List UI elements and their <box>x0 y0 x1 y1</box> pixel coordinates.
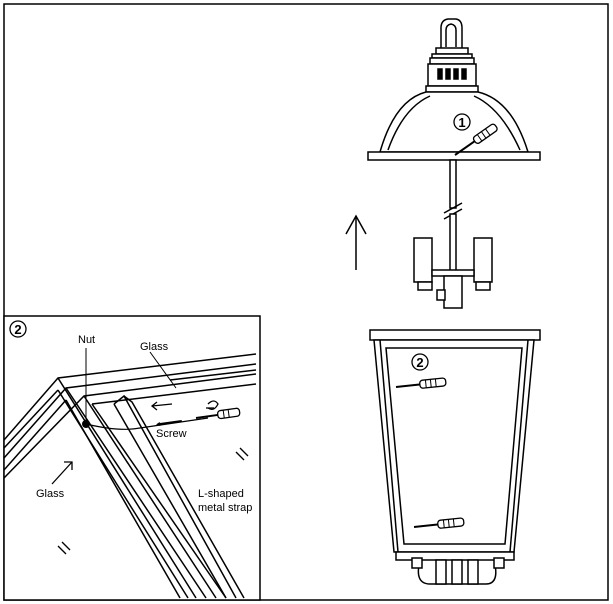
label-glass-left: Glass <box>36 488 65 500</box>
inset-detail: 2 <box>3 315 261 601</box>
step-2-marker: 2 <box>411 353 429 371</box>
label-strap-line2: metal strap <box>198 502 252 514</box>
label-glass-top: Glass <box>140 341 169 353</box>
break-mark <box>57 447 249 555</box>
label-strap-line1: L-shaped <box>198 488 244 500</box>
lantern-top-cap <box>367 18 541 161</box>
diagram-frame <box>3 3 609 601</box>
step-1-number: 1 <box>458 115 465 130</box>
candle-cluster <box>413 237 493 309</box>
step-1-marker: 1 <box>453 113 471 131</box>
screwdriver-icon <box>395 377 447 389</box>
rotate-icon <box>206 400 219 410</box>
center-rod <box>443 159 463 273</box>
step-2-number: 2 <box>416 355 423 370</box>
nut-marker <box>82 420 90 428</box>
arrow-left-icon <box>150 401 173 411</box>
screw-icon <box>156 419 182 426</box>
label-screw: Screw <box>156 428 187 440</box>
glass-leader <box>149 351 177 389</box>
frame-corner <box>3 353 257 599</box>
screwdriver-icon <box>413 517 465 529</box>
screwdriver-icon <box>195 407 241 420</box>
label-nut: Nut <box>78 334 95 346</box>
screwdriver-icon <box>454 123 498 156</box>
inset-step-number: 2 <box>14 322 21 337</box>
arrow-glass-left <box>51 461 73 485</box>
lantern-body <box>369 329 541 585</box>
screw-path <box>85 417 209 430</box>
arrow-up-icon <box>345 214 367 270</box>
